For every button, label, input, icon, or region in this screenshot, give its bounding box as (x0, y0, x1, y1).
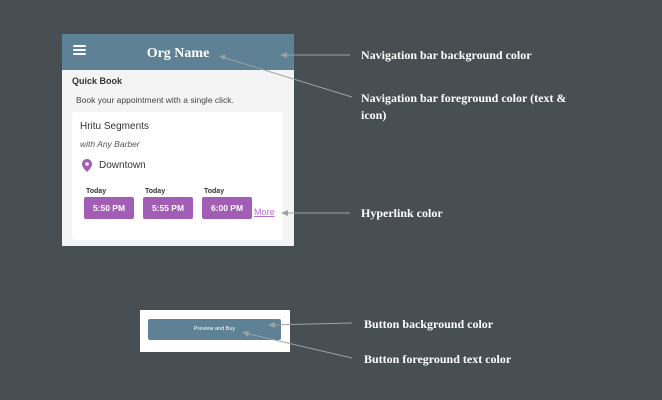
slot-day: Today (86, 188, 107, 195)
appointment-card: Hritu Segments with Any Barber Downtown … (72, 112, 283, 240)
arrow-button-background (269, 322, 353, 326)
barber-name: with Any Barber (80, 139, 140, 149)
slot-day: Today (145, 188, 166, 195)
arrow-nav-foreground (221, 56, 353, 98)
more-link[interactable]: More (254, 207, 275, 217)
slot-time-button[interactable]: 6:00 PM (202, 197, 252, 219)
label-nav-background: Navigation bar background color (361, 48, 532, 62)
arrowhead (242, 331, 249, 337)
arrowhead (268, 322, 275, 328)
slot-time-button[interactable]: 5:55 PM (143, 197, 193, 219)
slot-day: Today (204, 188, 225, 195)
app-preview: Org Name Quick Book Book your appointmen… (62, 34, 294, 246)
label-hyperlink: Hyperlink color (361, 206, 443, 220)
label-button-background: Button background color (364, 317, 494, 331)
slot-time-button[interactable]: 5:50 PM (84, 197, 134, 219)
service-name: Hritu Segments (80, 121, 149, 132)
nav-title: Org Name (146, 46, 210, 61)
location-name: Downtown (99, 160, 146, 171)
hamburger-menu-icon[interactable] (73, 45, 86, 55)
label-button-foreground: Button foreground text color (364, 352, 512, 366)
label-nav-foreground-line1: Navigation bar foreground color (text & (361, 91, 567, 105)
time-slot: Today 5:50 PM (84, 188, 136, 219)
time-slot: Today 5:55 PM (143, 188, 195, 219)
label-nav-foreground-line2: icon) (361, 108, 387, 122)
quick-book-section: Quick Book Book your appointment with a … (62, 70, 294, 246)
arrow-button-foreground (244, 332, 353, 359)
button-preview: Preview and Buy (140, 310, 290, 352)
arrowhead (281, 210, 288, 216)
location-pin-icon (82, 159, 92, 172)
quick-book-title: Quick Book (72, 76, 123, 86)
arrowhead (219, 55, 226, 60)
arrowhead (280, 52, 287, 58)
navigation-bar: Org Name (62, 34, 294, 70)
quick-book-subtitle: Book your appointment with a single clic… (76, 95, 234, 105)
time-slot: Today 6:00 PM (202, 188, 254, 219)
